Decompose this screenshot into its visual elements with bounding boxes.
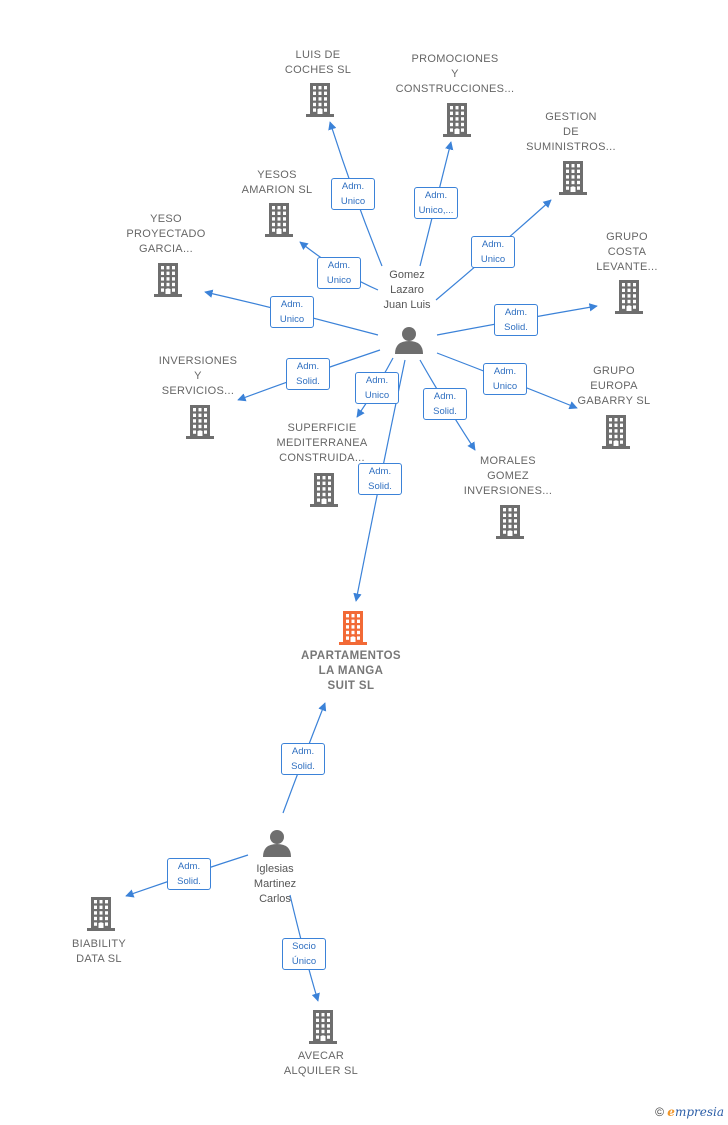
building-icon-inversiones_servicios[interactable] <box>186 405 214 439</box>
edge-label-inversiones_servicios[interactable]: Adm. Solid. <box>286 358 330 390</box>
edge-label-grupo_europa[interactable]: Adm. Unico <box>483 363 527 395</box>
node-label-yesos_amarion[interactable]: YESOS AMARION SL <box>241 169 313 196</box>
brand-logo: empresia <box>667 1105 724 1119</box>
building-icon-gestion[interactable] <box>559 161 587 195</box>
node-label-inversiones_servicios[interactable]: INVERSIONES Y SERVICIOS... <box>158 355 238 397</box>
building-icon-focus[interactable] <box>339 611 367 645</box>
icons-layer <box>87 83 643 1044</box>
edge-label-apartamentos[interactable]: Adm. Solid. <box>281 743 325 775</box>
node-label-biability[interactable]: BIABILITY DATA SL <box>71 938 127 965</box>
edge-label-avecar[interactable]: Socio Único <box>282 938 326 970</box>
copyright-icon: © <box>655 1105 664 1119</box>
edge-label-biability[interactable]: Adm. Solid. <box>167 858 211 890</box>
building-icon-luis_coches[interactable] <box>306 83 334 117</box>
edge-label-superficie[interactable]: Adm. Unico <box>355 372 399 404</box>
edge-label-yesos_amarion[interactable]: Adm. Unico <box>317 257 361 289</box>
node-label-superficie[interactable]: SUPERFICIE MEDITERRANEA CONSTRUIDA... <box>276 422 368 464</box>
building-icon-morales[interactable] <box>496 505 524 539</box>
copyright-notice[interactable]: © empresia <box>655 1105 724 1119</box>
node-label-grupo_costa[interactable]: GRUPO COSTA LEVANTE... <box>596 231 658 273</box>
node-label-promociones[interactable]: PROMOCIONES Y CONSTRUCCIONES... <box>395 53 515 95</box>
node-label-morales[interactable]: MORALES GOMEZ INVERSIONES... <box>463 455 553 497</box>
edge-label-gestion[interactable]: Adm. Unico <box>471 236 515 268</box>
building-icon-biability[interactable] <box>87 897 115 931</box>
node-label-yeso_proyectado[interactable]: YESO PROYECTADO GARCIA... <box>126 213 206 255</box>
building-icon-grupo_europa[interactable] <box>602 415 630 449</box>
edge-label-promociones[interactable]: Adm. Unico,... <box>414 187 458 219</box>
building-icon-avecar[interactable] <box>309 1010 337 1044</box>
node-label-iglesias[interactable]: Iglesias Martinez Carlos <box>253 863 297 905</box>
edge-label-yeso_proyectado[interactable]: Adm. Unico <box>270 296 314 328</box>
edge-label-apartamentos[interactable]: Adm. Solid. <box>358 463 402 495</box>
building-icon-yesos_amarion[interactable] <box>265 203 293 237</box>
person-icon-gomez[interactable] <box>395 327 423 354</box>
node-label-luis_coches[interactable]: LUIS DE COCHES SL <box>284 49 352 76</box>
person-icon-iglesias[interactable] <box>263 830 291 857</box>
building-icon-yeso_proyectado[interactable] <box>154 263 182 297</box>
edge-label-morales[interactable]: Adm. Solid. <box>423 388 467 420</box>
edge-label-luis_coches[interactable]: Adm. Unico <box>331 178 375 210</box>
building-icon-grupo_costa[interactable] <box>615 280 643 314</box>
building-icon-superficie[interactable] <box>310 473 338 507</box>
node-label-gestion[interactable]: GESTION DE SUMINISTROS... <box>526 111 616 153</box>
node-label-grupo_europa[interactable]: GRUPO EUROPA GABARRY SL <box>577 365 651 407</box>
node-label-apartamentos[interactable]: APARTAMENTOS LA MANGA SUIT SL <box>301 650 401 692</box>
building-icon-promociones[interactable] <box>443 103 471 137</box>
node-label-avecar[interactable]: AVECAR ALQUILER SL <box>283 1050 359 1077</box>
node-label-gomez[interactable]: Gomez Lazaro Juan Luis <box>383 269 431 311</box>
edge-label-grupo_costa[interactable]: Adm. Solid. <box>494 304 538 336</box>
